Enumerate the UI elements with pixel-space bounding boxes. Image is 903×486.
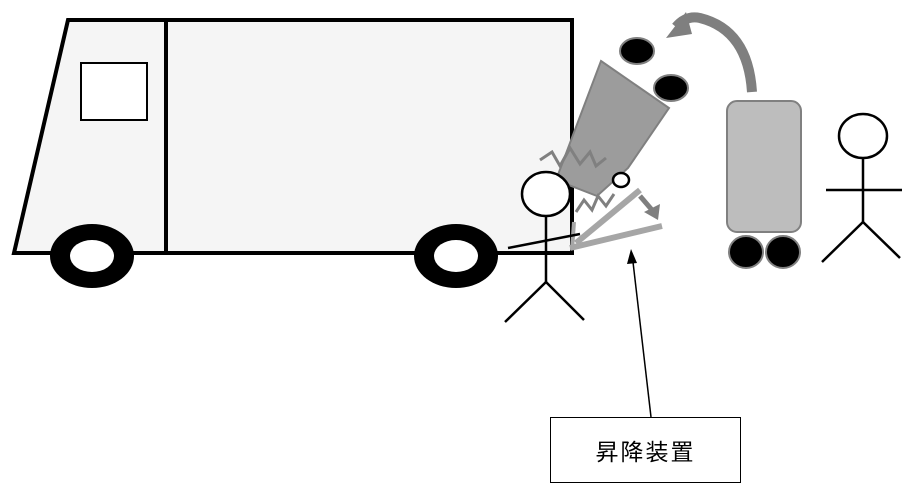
upright-cart: [726, 100, 802, 269]
callout-arrow: [627, 249, 652, 418]
rear-wheel: [414, 224, 498, 288]
truck-window: [80, 62, 148, 121]
truck-cargo-box: [164, 18, 574, 255]
truck: [11, 18, 574, 288]
upright-cart-body: [726, 100, 802, 233]
front-wheel: [50, 224, 134, 288]
impact-mark: [539, 145, 616, 213]
worker-head: [837, 112, 889, 160]
worker-right: [821, 112, 902, 263]
upright-cart-wheel: [728, 235, 764, 269]
lift-platform: [569, 171, 663, 251]
lift-hinge: [611, 171, 631, 189]
upright-cart-wheel: [765, 235, 801, 269]
worker-near-lift: [504, 170, 585, 323]
lift-motion-arrow: [638, 194, 660, 220]
falling-cart-wheel: [619, 37, 655, 65]
worker-head: [520, 170, 572, 218]
truck-cab: [11, 18, 168, 255]
lift-device-label-text: 昇降装置: [595, 440, 696, 466]
rotation-arrow: [666, 12, 757, 93]
lift-device-label: 昇降装置: [550, 417, 741, 483]
falling-cart-wheel: [653, 74, 689, 102]
